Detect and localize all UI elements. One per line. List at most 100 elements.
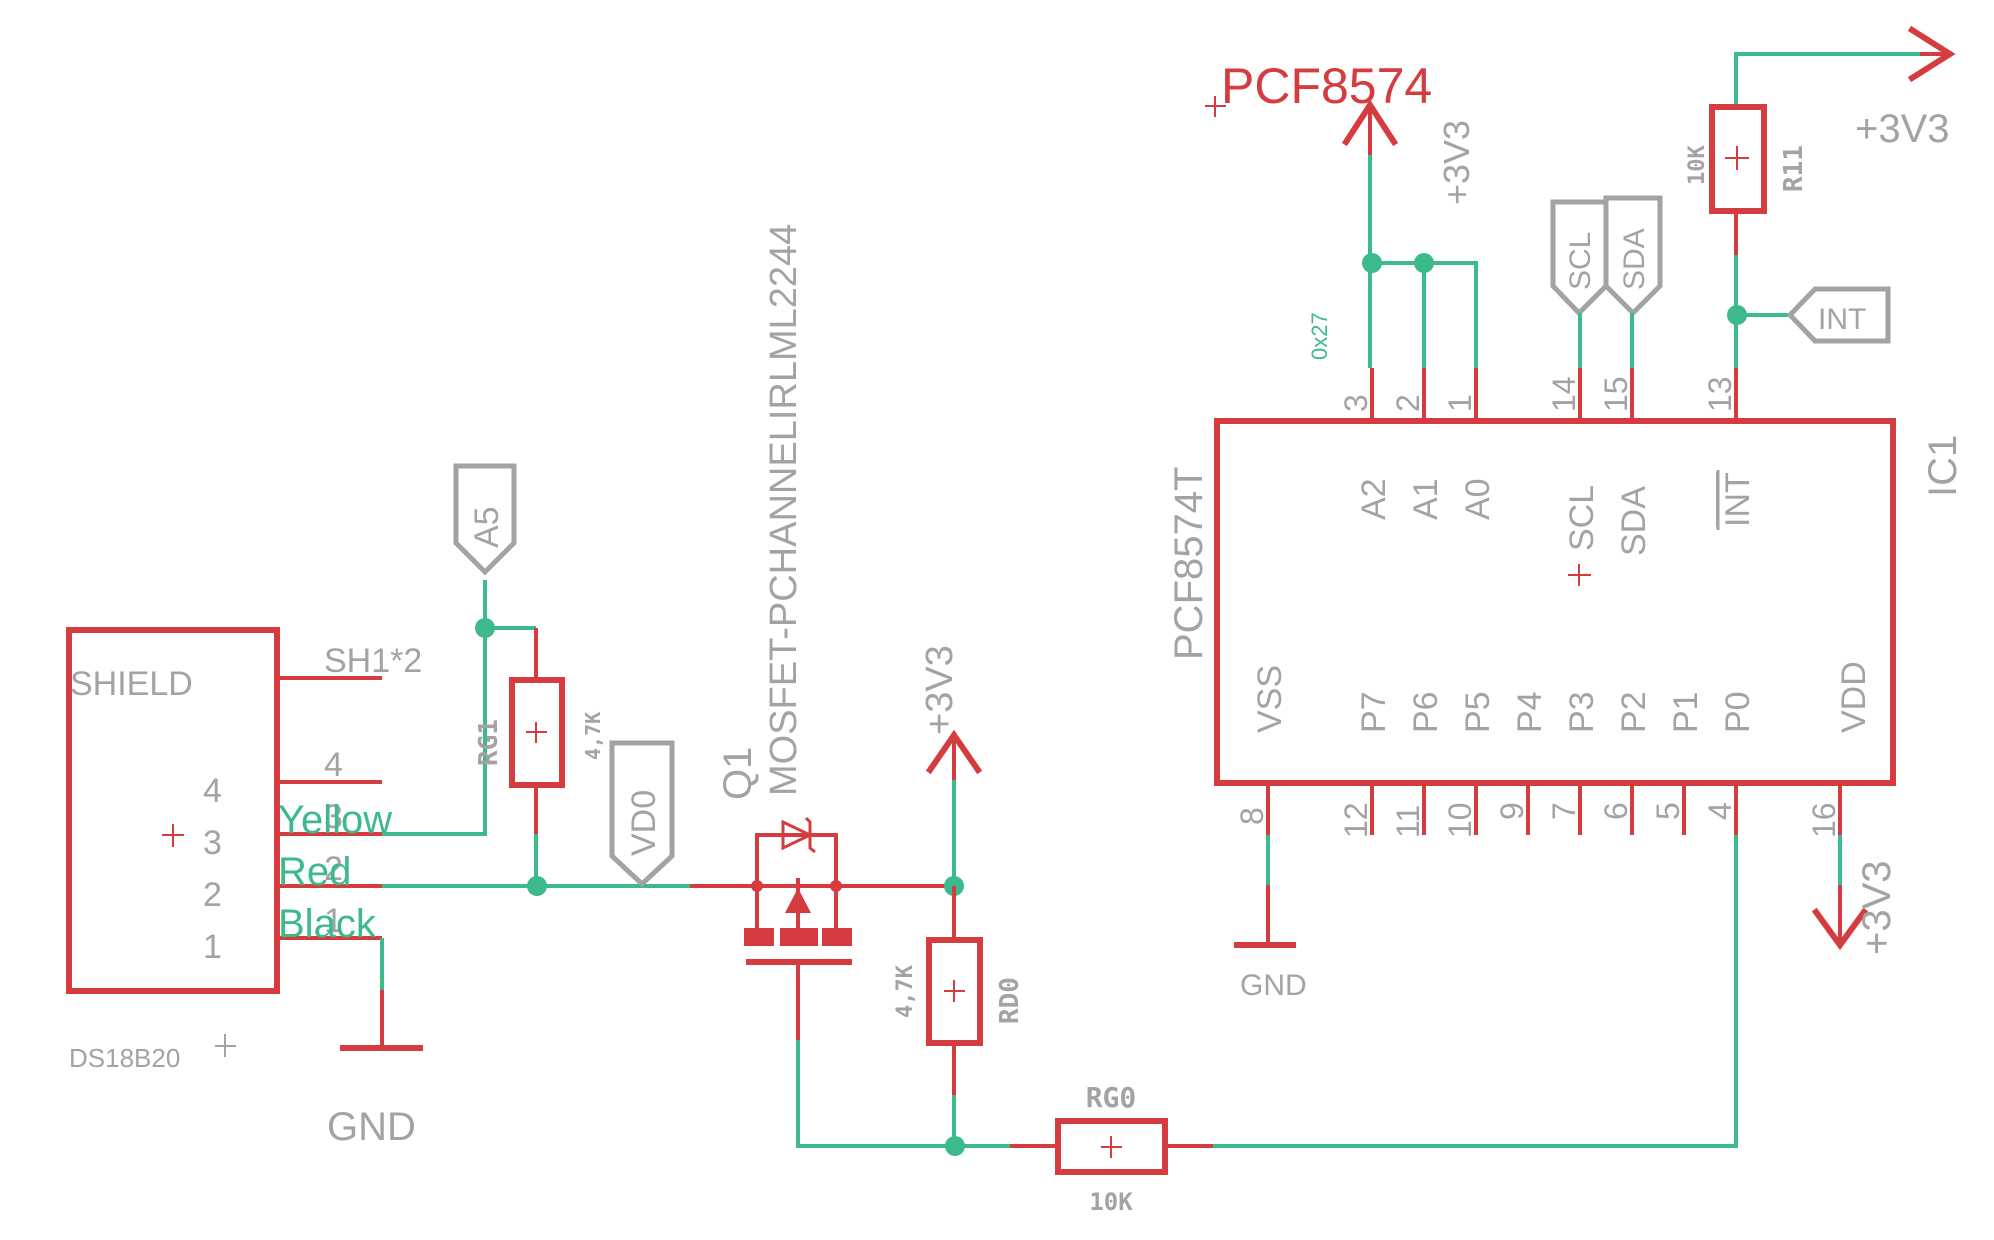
- pin-num-9: 9: [1494, 802, 1530, 820]
- junction-a2: [1362, 253, 1382, 273]
- junction-a5: [475, 618, 495, 638]
- ic-pcf8574[interactable]: 3 2 1 14 15 13 A2 A1 A0 SCL SDA INT 8 12…: [1167, 368, 1965, 838]
- pin-number-1: 1: [203, 928, 222, 966]
- pin-name-p4: P4: [1511, 691, 1549, 733]
- pin-name-int: INT: [1719, 472, 1757, 527]
- pin1-outer-label: 1: [324, 902, 343, 940]
- pin-num-4: 4: [1702, 802, 1738, 820]
- pin-number-3: 3: [203, 824, 222, 862]
- flag-int-label: INT: [1818, 303, 1866, 336]
- wire-label-black: Black: [278, 902, 377, 946]
- ic-origin-cross-icon: [1568, 564, 1591, 586]
- origin-cross-icon: [162, 824, 184, 847]
- address-note: 0x27: [1307, 312, 1332, 360]
- resistor-rg1[interactable]: RG1 4,7K: [474, 628, 605, 834]
- flag-int[interactable]: INT: [1786, 286, 1891, 344]
- pin-num-3: 3: [1338, 394, 1374, 412]
- flag-a5-label: A5: [468, 506, 506, 548]
- address-select-net[interactable]: +3V3 0x27: [1307, 99, 1478, 368]
- pin-name-p7: P7: [1355, 691, 1393, 733]
- pin-num-7: 7: [1546, 802, 1582, 820]
- pin-number-2: 2: [203, 876, 222, 914]
- power-3v3-mosfet: +3V3: [919, 645, 983, 886]
- pin-name-vss: VSS: [1251, 665, 1289, 733]
- mosfet-name: Q1: [716, 747, 760, 800]
- ds18b20-connector[interactable]: SHIELD SH1*2 4 3 2 1 4 3 2 1 DS18B20: [66, 627, 422, 1073]
- resistor-rd0[interactable]: 4,7K RD0: [893, 886, 1025, 1095]
- pin-number-4: 4: [203, 772, 222, 810]
- ic-name: IC1: [1921, 435, 1965, 497]
- flag-a5[interactable]: A5: [453, 463, 517, 576]
- mosfet-q1[interactable]: Q1 MOSFET-PCHANNELIRLML2244: [690, 224, 954, 1040]
- pin-name-a2: A2: [1355, 478, 1393, 520]
- flag-vd0-shape: [609, 740, 675, 888]
- gnd-left-label: GND: [327, 1105, 416, 1149]
- rg1-body: [509, 677, 565, 788]
- rg1-name: RG1: [474, 719, 504, 766]
- rg0-value: 10K: [1089, 1188, 1133, 1216]
- r11-value: 10K: [1685, 145, 1710, 185]
- connector-body: [66, 627, 280, 994]
- pin-num-16: 16: [1806, 802, 1842, 838]
- shield-pin-label: SH1*2: [324, 642, 422, 680]
- junction-a1: [1414, 253, 1434, 273]
- pin-num-2: 2: [1390, 394, 1426, 412]
- ic-value: PCF8574T: [1167, 467, 1211, 660]
- mosfet-supply-label: +3V3: [919, 645, 961, 735]
- pin-num-5: 5: [1650, 802, 1686, 820]
- pin-num-1: 1: [1442, 394, 1478, 412]
- pin-name-p5: P5: [1459, 691, 1497, 733]
- wire-label-red: Red: [278, 850, 351, 894]
- junction-gate: [945, 1136, 965, 1156]
- pin-name-p2: P2: [1615, 691, 1653, 733]
- flag-scl-shape: [1550, 199, 1609, 317]
- title-cross-icon: [1205, 96, 1226, 117]
- pin-name-scl: SCL: [1563, 485, 1601, 551]
- sensor-name: DS18B20: [69, 1043, 180, 1073]
- flag-sda-label: SDA: [1618, 228, 1651, 290]
- power-3v3-vdd: +3V3: [1811, 835, 1899, 955]
- ic-body: [1214, 418, 1896, 786]
- gnd-symbol-ic: GND: [1234, 835, 1307, 1002]
- pin2-outer-label: 2: [324, 850, 343, 888]
- flag-int-shape: [1786, 286, 1891, 344]
- wire-data-a5[interactable]: [382, 580, 487, 836]
- flag-sda-shape: [1603, 195, 1663, 317]
- pin-name-p6: P6: [1407, 691, 1445, 733]
- flag-a5-shape: [453, 463, 517, 576]
- wire-r11-top: [1734, 52, 1920, 106]
- int-pullup-supply-label: +3V3: [1855, 107, 1950, 151]
- pin-num-13: 13: [1702, 376, 1738, 412]
- resistor-r11[interactable]: 10K R11 +3V3: [1685, 25, 1956, 255]
- flag-vd0[interactable]: VD0: [609, 740, 675, 888]
- pin-num-10: 10: [1442, 802, 1478, 838]
- pin-num-6: 6: [1598, 802, 1634, 820]
- wire-p0[interactable]: [1213, 835, 1738, 1148]
- rg1-value: 4,7K: [581, 712, 605, 760]
- pin3-outer-label: 3: [324, 798, 343, 836]
- pin-num-15: 15: [1598, 376, 1634, 412]
- r11-name: R11: [1779, 145, 1809, 192]
- pin-name-a1: A1: [1407, 478, 1445, 520]
- ic-title: PCF8574: [1221, 58, 1432, 114]
- pin-name-p0: P0: [1719, 691, 1757, 733]
- rg0-body: [1055, 1118, 1168, 1175]
- flag-scl[interactable]: SCL: [1550, 199, 1609, 368]
- gnd-symbol-left: GND: [327, 990, 423, 1149]
- flag-vd0-label: VD0: [625, 790, 663, 856]
- flag-sda[interactable]: SDA: [1603, 195, 1663, 368]
- pin-num-8: 8: [1234, 807, 1270, 825]
- wire-gate[interactable]: [796, 1040, 1010, 1148]
- pin-name-vdd: VDD: [1835, 661, 1873, 733]
- rg0-name: RG0: [1086, 1081, 1137, 1114]
- power-arrow-r11: [1907, 25, 1956, 83]
- pin-name-p1: P1: [1667, 691, 1705, 733]
- addr-supply-label: +3V3: [1436, 120, 1477, 205]
- pin4-outer-label: 4: [324, 746, 343, 784]
- flag-scl-label: SCL: [1564, 232, 1597, 290]
- resistor-rg0[interactable]: RG0 10K: [1010, 1081, 1213, 1216]
- wire-label-yellow: Yellow: [278, 798, 392, 842]
- rd0-value: 4,7K: [893, 964, 918, 1018]
- pin-name-p3: P3: [1563, 691, 1601, 733]
